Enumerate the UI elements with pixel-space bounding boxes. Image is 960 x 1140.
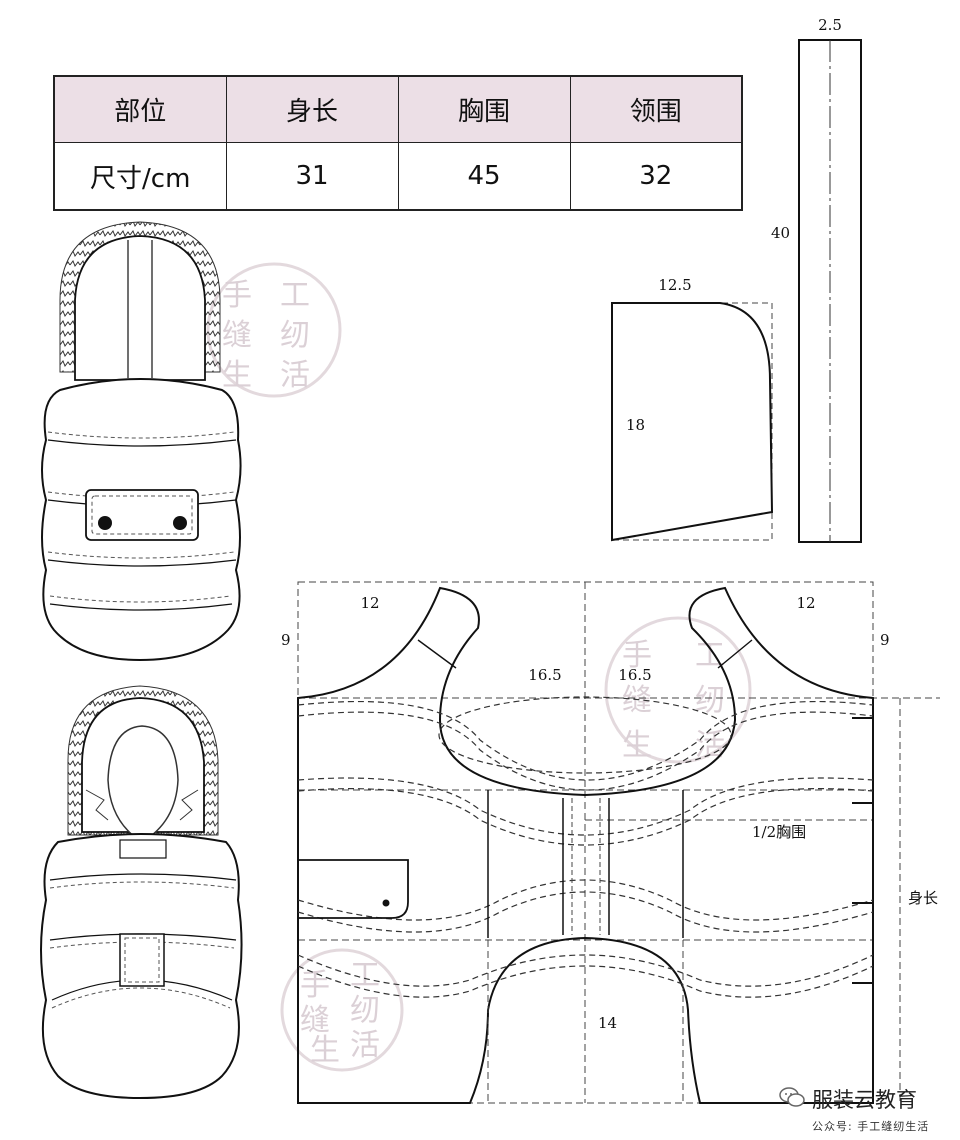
svg-text:手: 手 xyxy=(622,638,652,673)
coat-back-illustration xyxy=(40,685,243,1100)
size-table-row-label: 尺寸/cm xyxy=(53,142,227,211)
svg-text:缝: 缝 xyxy=(300,1003,330,1038)
size-table-header-chest: 胸围 xyxy=(397,75,571,143)
size-table-length-value: 31 xyxy=(225,142,399,211)
svg-text:纫: 纫 xyxy=(280,318,310,353)
hood-height-label: 18 xyxy=(626,416,645,434)
hood-width-label: 12.5 xyxy=(658,276,691,294)
belly-width-label: 14 xyxy=(598,1014,617,1032)
size-table-header-neck: 领围 xyxy=(569,75,743,143)
svg-text:手: 手 xyxy=(222,278,252,313)
body-length-label: 身长 xyxy=(908,889,938,907)
svg-text:纫: 纫 xyxy=(695,683,725,718)
left-shoulder-label: 12 xyxy=(360,594,379,612)
size-table-value-row: 尺寸/cm 31 45 32 xyxy=(53,142,743,211)
size-table-header-length: 身长 xyxy=(225,75,399,143)
svg-text:手: 手 xyxy=(300,968,330,1003)
brand-name: 服装云教育 xyxy=(812,1088,917,1112)
svg-text:工: 工 xyxy=(280,278,310,313)
svg-text:生: 生 xyxy=(310,1033,340,1068)
size-table-neck-value: 32 xyxy=(569,142,743,211)
right-neck-label: 16.5 xyxy=(618,666,651,684)
svg-text:活: 活 xyxy=(280,358,310,393)
watermark-stamp-bottom: 手 工 缝 纫 生 活 xyxy=(280,948,404,1072)
svg-text:工: 工 xyxy=(350,958,380,993)
svg-text:纫: 纫 xyxy=(350,993,380,1028)
right-drop-label: 9 xyxy=(880,631,890,649)
watermark-stamp-top: 手 工 缝 纫 生 活 xyxy=(206,262,342,398)
svg-text:生: 生 xyxy=(622,728,652,763)
size-table-header-row: 部位 身长 胸围 领围 xyxy=(53,75,743,143)
body-pattern: 12 12 9 9 16.5 16.5 1/2胸围 身长 14 xyxy=(281,581,940,1104)
chat-bubble-icon xyxy=(779,1087,805,1107)
svg-text:活: 活 xyxy=(695,728,725,763)
collar-strip-length-label: 40 xyxy=(771,224,790,242)
coat-front-illustration xyxy=(41,221,242,662)
size-table: 部位 身长 胸围 领围 尺寸/cm 31 45 32 xyxy=(53,75,743,211)
collar-strip-pattern: 2.5 40 xyxy=(771,16,862,543)
brand-subtitle: 公众号: 手工缝纫生活 xyxy=(812,1120,930,1133)
right-shoulder-label: 12 xyxy=(796,594,815,612)
collar-strip-width-label: 2.5 xyxy=(818,16,842,34)
half-chest-label: 1/2胸围 xyxy=(752,823,806,841)
watermark-stamp-middle: 手 工 缝 纫 生 活 xyxy=(604,616,752,764)
left-neck-label: 16.5 xyxy=(528,666,561,684)
svg-text:工: 工 xyxy=(695,638,725,673)
hood-pattern: 12.5 18 xyxy=(611,276,774,542)
svg-text:缝: 缝 xyxy=(222,318,252,353)
left-drop-label: 9 xyxy=(281,631,291,649)
size-table-chest-value: 45 xyxy=(397,142,571,211)
svg-text:活: 活 xyxy=(350,1028,380,1063)
svg-text:生: 生 xyxy=(222,358,252,393)
